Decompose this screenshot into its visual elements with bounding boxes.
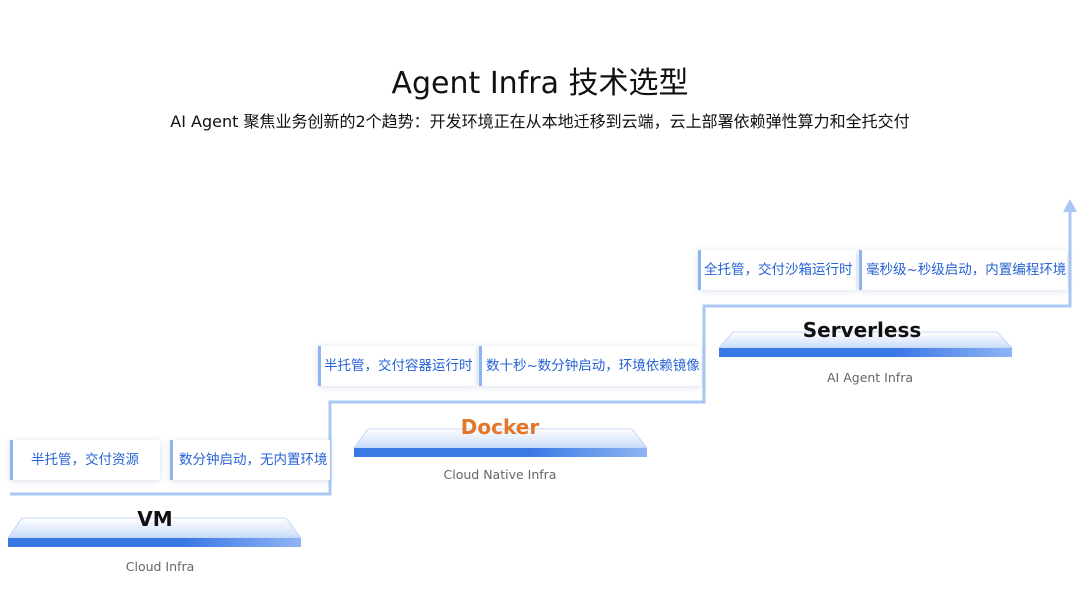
arrow-head-icon	[1063, 199, 1077, 212]
docker-card-startup: 数十秒~数分钟启动，环境依赖镜像	[479, 346, 701, 386]
serverless-caption: AI Agent Infra	[827, 370, 913, 385]
page-subtitle: AI Agent 聚焦业务创新的2个趋势：开发环境正在从本地迁移到云端，云上部署…	[170, 112, 910, 131]
serverless-label: Serverless	[802, 318, 922, 342]
serverless-platform	[718, 331, 1013, 357]
vm-card-startup: 数分钟启动，无内置环境	[170, 440, 330, 480]
vm-card-hosting: 半托管，交付资源	[10, 440, 160, 480]
vm-platform	[7, 517, 302, 547]
vm-caption: Cloud Infra	[125, 559, 195, 574]
page-title: Agent Infra 技术选型	[391, 66, 689, 101]
docker-platform	[353, 428, 648, 457]
docker-caption: Cloud Native Infra	[443, 467, 557, 482]
serverless-card-startup: 毫秒级~秒级启动，内置编程环境	[859, 250, 1067, 290]
serverless-card-hosting: 全托管，交付沙箱运行时	[698, 250, 856, 290]
docker-label: Docker	[460, 415, 540, 439]
staircase-line	[10, 208, 1072, 496]
vm-label: VM	[137, 507, 173, 531]
docker-card-hosting: 半托管，交付容器运行时	[318, 346, 476, 386]
